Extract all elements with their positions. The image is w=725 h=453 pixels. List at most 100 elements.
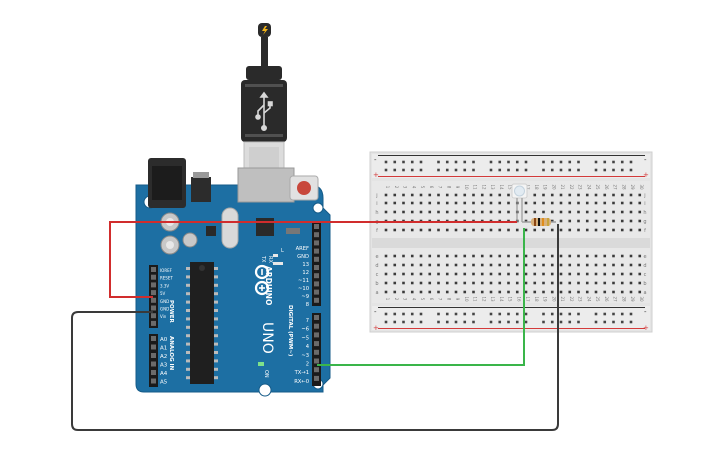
breadboard-hole[interactable] [629, 263, 633, 267]
breadboard-hole[interactable] [594, 210, 598, 214]
rail-hole[interactable] [402, 160, 405, 164]
rail-hole[interactable] [489, 160, 493, 164]
breadboard-hole[interactable] [603, 263, 607, 267]
breadboard-hole[interactable] [428, 210, 432, 214]
rail-hole[interactable] [568, 320, 572, 324]
breadboard-hole[interactable] [437, 263, 440, 267]
header-pin-hole[interactable] [151, 353, 156, 358]
breadboard-hole[interactable] [454, 210, 458, 214]
breadboard-hole[interactable] [410, 281, 414, 285]
breadboard-hole[interactable] [603, 290, 607, 294]
breadboard-hole[interactable] [550, 219, 554, 223]
rail-hole[interactable] [577, 312, 580, 316]
breadboard-hole[interactable] [480, 290, 484, 294]
breadboard-hole[interactable] [507, 210, 510, 214]
breadboard-hole[interactable] [612, 228, 615, 232]
breadboard-hole[interactable] [568, 272, 572, 276]
breadboard-hole[interactable] [577, 281, 580, 285]
breadboard-hole[interactable] [559, 272, 563, 276]
header-pin-hole[interactable] [151, 336, 156, 341]
rail-hole[interactable] [410, 160, 414, 164]
breadboard-hole[interactable] [585, 210, 589, 214]
rail-hole[interactable] [612, 312, 615, 316]
breadboard-hole[interactable] [393, 263, 397, 267]
breadboard-hole[interactable] [445, 210, 449, 214]
header-pin-hole[interactable] [314, 358, 319, 364]
breadboard-hole[interactable] [480, 281, 484, 285]
breadboard-hole[interactable] [612, 201, 615, 205]
analog-header[interactable] [149, 334, 158, 387]
breadboard-hole[interactable] [445, 290, 449, 294]
breadboard-hole[interactable] [454, 228, 458, 232]
breadboard-hole[interactable] [638, 281, 642, 285]
breadboard-hole[interactable] [585, 201, 589, 205]
breadboard-hole[interactable] [524, 272, 528, 276]
rail-hole[interactable] [384, 312, 388, 316]
rail-hole[interactable] [542, 320, 545, 324]
breadboard-hole[interactable] [507, 281, 510, 285]
breadboard-hole[interactable] [550, 210, 554, 214]
breadboard-hole[interactable] [410, 193, 414, 197]
breadboard-hole[interactable] [489, 281, 493, 285]
breadboard-hole[interactable] [384, 254, 388, 258]
rail-hole[interactable] [550, 160, 554, 164]
rail-hole[interactable] [445, 312, 449, 316]
rail-hole[interactable] [620, 312, 624, 316]
breadboard-hole[interactable] [384, 272, 388, 276]
breadboard-hole[interactable] [402, 201, 405, 205]
header-pin-hole[interactable] [314, 273, 319, 279]
rail-hole[interactable] [402, 312, 405, 316]
breadboard-hole[interactable] [533, 272, 537, 276]
breadboard-hole[interactable] [489, 193, 493, 197]
rail-hole[interactable] [568, 312, 572, 316]
breadboard-hole[interactable] [550, 290, 554, 294]
breadboard-hole[interactable] [550, 254, 554, 258]
header-pin-hole[interactable] [151, 361, 156, 367]
breadboard-hole[interactable] [454, 263, 458, 267]
breadboard-hole[interactable] [638, 290, 642, 294]
breadboard-hole[interactable] [585, 281, 589, 285]
header-pin-hole[interactable] [151, 344, 156, 350]
black-wire-ground[interactable] [71, 224, 559, 431]
breadboard-hole[interactable] [568, 210, 572, 214]
breadboard-hole[interactable] [542, 263, 545, 267]
breadboard-hole[interactable] [393, 290, 397, 294]
breadboard-hole[interactable] [445, 201, 449, 205]
breadboard-hole[interactable] [463, 193, 467, 197]
breadboard-hole[interactable] [585, 263, 589, 267]
breadboard-hole[interactable] [612, 254, 615, 258]
breadboard-hole[interactable] [463, 201, 467, 205]
breadboard-hole[interactable] [489, 290, 493, 294]
breadboard-hole[interactable] [594, 201, 598, 205]
rail-hole[interactable] [603, 312, 607, 316]
rail-hole[interactable] [393, 160, 397, 164]
breadboard-hole[interactable] [384, 210, 388, 214]
breadboard-hole[interactable] [612, 210, 615, 214]
breadboard-hole[interactable] [402, 228, 405, 232]
rail-hole[interactable] [454, 320, 458, 324]
rail-hole[interactable] [472, 312, 475, 316]
breadboard-hole[interactable] [629, 210, 633, 214]
breadboard-hole[interactable] [402, 290, 405, 294]
rail-hole[interactable] [603, 320, 607, 324]
breadboard-hole[interactable] [620, 290, 624, 294]
rail-hole[interactable] [445, 320, 449, 324]
header-pin-hole[interactable] [151, 274, 156, 280]
breadboard-hole[interactable] [472, 263, 475, 267]
rail-hole[interactable] [594, 312, 598, 316]
breadboard-hole[interactable] [620, 281, 624, 285]
breadboard-hole[interactable] [603, 254, 607, 258]
breadboard-hole[interactable] [585, 290, 589, 294]
breadboard-hole[interactable] [480, 254, 484, 258]
rail-hole[interactable] [629, 168, 633, 172]
breadboard-hole[interactable] [384, 201, 388, 205]
breadboard-hole[interactable] [507, 254, 510, 258]
rail-hole[interactable] [612, 320, 615, 324]
breadboard-hole[interactable] [568, 228, 572, 232]
breadboard-hole[interactable] [463, 290, 467, 294]
rail-hole[interactable] [472, 320, 475, 324]
breadboard-hole[interactable] [585, 193, 589, 197]
breadboard-hole[interactable] [559, 210, 563, 214]
rail-hole[interactable] [515, 168, 519, 172]
breadboard-hole[interactable] [463, 281, 467, 285]
